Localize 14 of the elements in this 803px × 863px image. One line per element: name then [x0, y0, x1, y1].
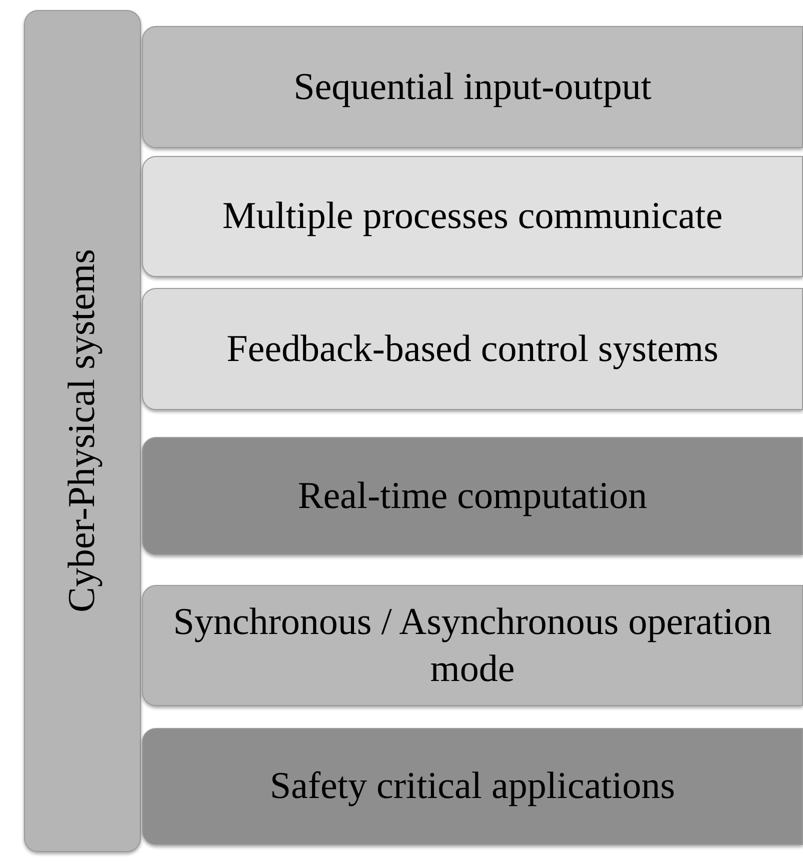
item-label: Multiple processes communicate	[222, 194, 723, 240]
item-label: Synchronous / Asynchronous operation mode	[172, 600, 772, 692]
item-bar	[142, 26, 803, 148]
item-label: Sequential input-output	[294, 64, 652, 110]
item-label: Safety critical applications	[270, 764, 676, 810]
item-bar	[142, 585, 803, 706]
item-label: Real-time computation	[298, 474, 648, 519]
category-bar	[24, 10, 141, 852]
item-bar	[142, 437, 803, 555]
item-bar	[142, 156, 803, 277]
item-bar	[142, 728, 803, 845]
category-title: Cyber-Physical systems	[60, 249, 104, 613]
item-bar	[142, 288, 803, 410]
item-label: Feedback-based control systems	[226, 326, 718, 372]
